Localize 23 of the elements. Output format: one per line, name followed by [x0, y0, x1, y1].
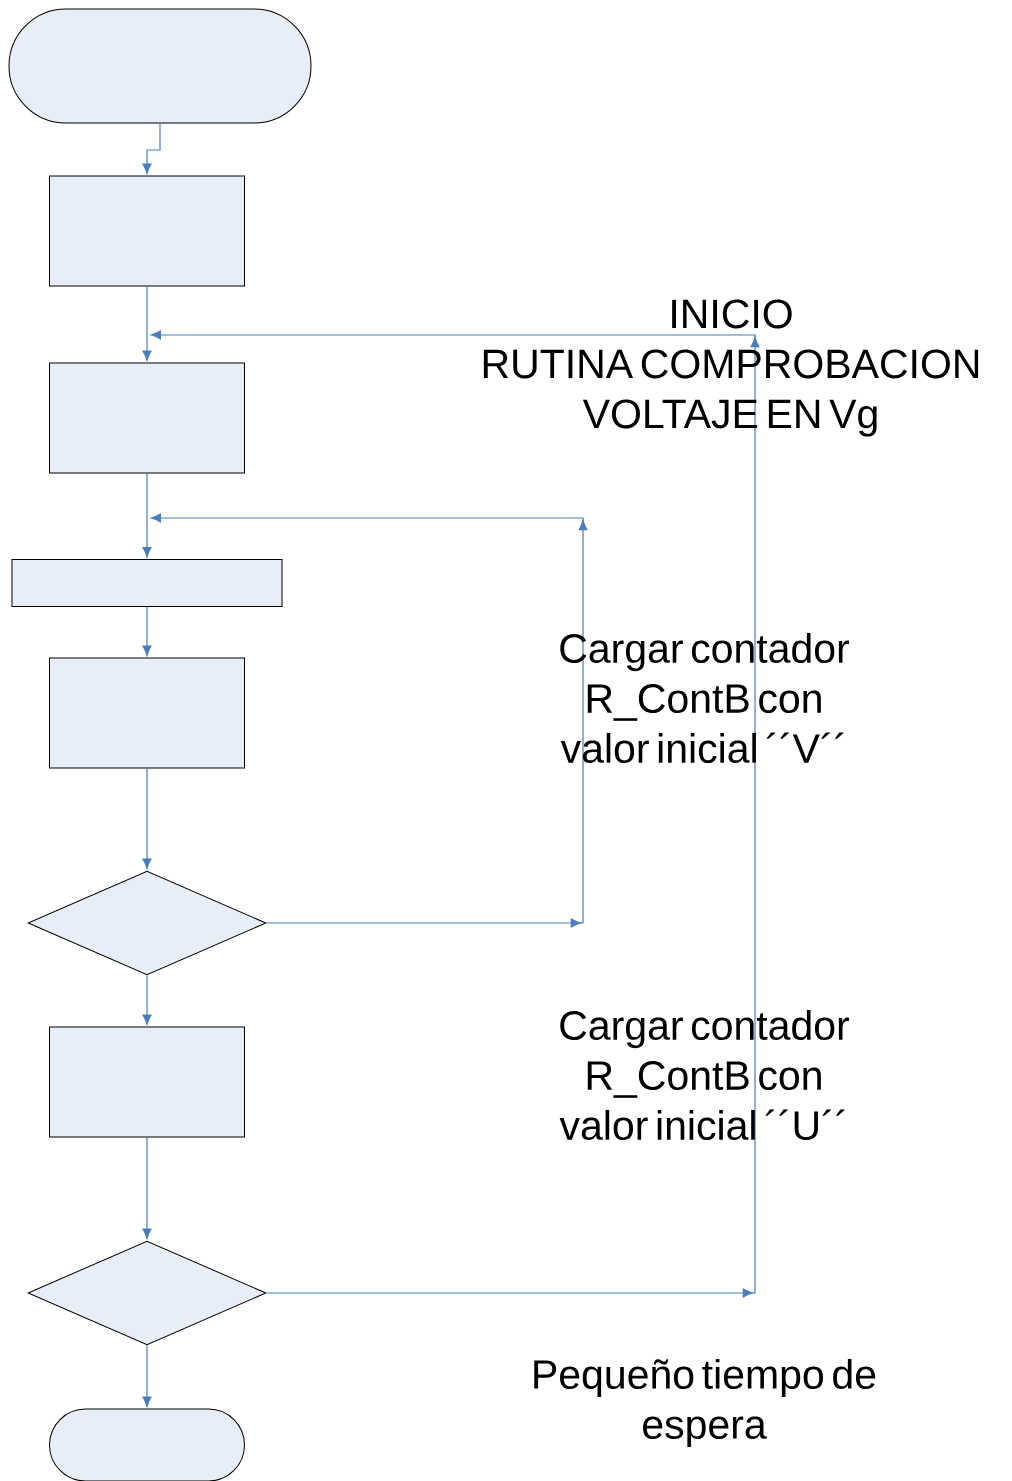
arrow [142, 122, 161, 174]
arrow [142, 974, 152, 1025]
arrow [142, 285, 152, 361]
decision-diamond [27, 870, 267, 976]
process-box [49, 1026, 245, 1138]
arrow [142, 472, 152, 558]
arrow [142, 767, 152, 869]
arrow [142, 606, 152, 656]
terminal-shape [8, 8, 312, 124]
arrow [150, 330, 760, 1298]
note-text: INICIO RUTINA COMPROBACION VOLTAJE EN Vg [483, 299, 979, 437]
process-box [49, 175, 245, 287]
process-box [11, 559, 283, 607]
note-text: Cargar contador R_ContB con valor inicial ´´U´´ [559, 1009, 850, 1141]
terminal-shape [49, 1408, 245, 1481]
arrow [150, 513, 588, 928]
process-box [49, 657, 245, 769]
arrow [142, 1136, 152, 1239]
note-text: Pequeño tiempo de espera [534, 1358, 876, 1448]
note-text: Cargar contador R_ContB con valor inicial ´´V´´ [560, 632, 850, 764]
decision-diamond [27, 1240, 267, 1346]
process-box [49, 362, 245, 474]
arrow [142, 1344, 152, 1407]
